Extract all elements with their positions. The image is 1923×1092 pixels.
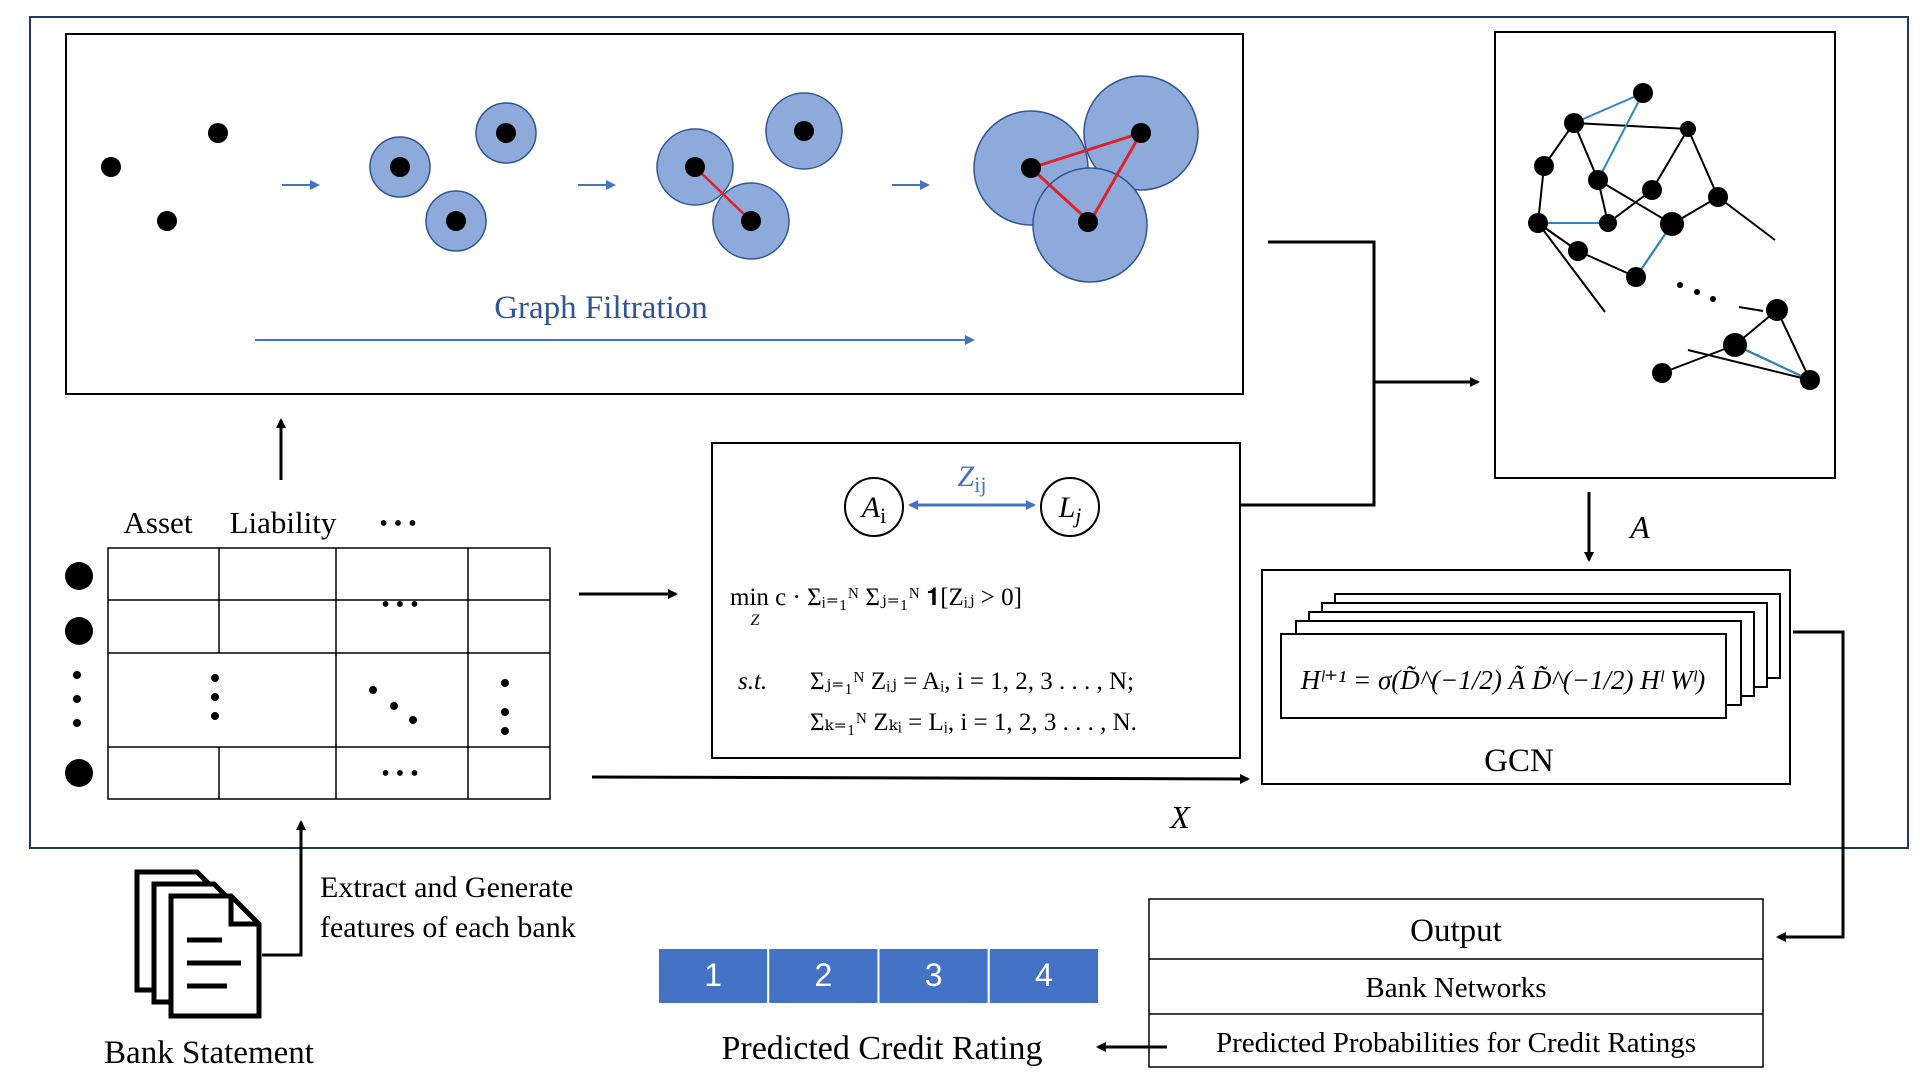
output-title: Output	[1410, 913, 1502, 949]
bracket-connector	[1239, 240, 1376, 507]
stage-4-balls	[973, 75, 1199, 283]
flow-edge-sub: ij	[974, 472, 986, 497]
bank-statement-icon	[134, 869, 262, 1019]
output-predicted-probabilities: Predicted Probabilities for Credit Ratin…	[1216, 1027, 1696, 1059]
rating-value: 3	[925, 957, 943, 993]
gcn-panel: Hˡ⁺¹ = σ(D̃^(−1/2) Ã D̃^(−1/2) Hˡ Wˡ) GC…	[1261, 569, 1791, 785]
node-asset-sub: i	[880, 503, 886, 528]
filtration-box	[65, 33, 1244, 395]
objective-formula: min c · Σᵢ₌₁ᴺ Σⱼ₌₁ᴺ 𝟏[Zᵢⱼ > 0]	[730, 584, 1022, 611]
svg-text:Zij: Zij	[958, 460, 987, 497]
row-dots-2: • • •	[381, 761, 418, 787]
rating-value: 2	[814, 957, 832, 993]
rating-cell	[987, 947, 1100, 1005]
node-liability	[1040, 477, 1100, 537]
node-liability-sub: j	[1072, 503, 1081, 528]
network-edges	[1537, 122, 1811, 381]
constraint-1: Σⱼ₌₁ᴺ Zᵢⱼ = Aᵢ, i = 1, 2, 3 . . . , N;	[810, 668, 1134, 695]
node-asset	[844, 477, 904, 537]
rating-cell	[877, 947, 990, 1005]
predicted-credit-rating-label: Predicted Credit Rating	[721, 1030, 1042, 1067]
svg-text:Lj: Lj	[1058, 491, 1082, 528]
constraint-prefix: s.t.	[738, 668, 767, 695]
arrow-gcn-to-output	[1776, 630, 1845, 942]
a-label: A	[1628, 509, 1650, 545]
bank-statement-label: Bank Statement	[104, 1035, 314, 1071]
outer-frame	[29, 16, 1909, 849]
optimization-panel: Ai Lj Zij min c · Σᵢ₌₁ᴺ Σⱼ₌₁ᴺ 𝟏[Zᵢⱼ > 0]…	[711, 442, 1241, 759]
col-header-dots: • • •	[379, 511, 416, 537]
objective-variable: Z	[751, 612, 761, 629]
arrow-statement-to-table	[262, 820, 306, 957]
gcn-label: GCN	[1484, 743, 1554, 779]
output-bank-networks: Bank Networks	[1365, 972, 1546, 1004]
svg-text:Ai: Ai	[860, 491, 886, 528]
extract-features-line1: Extract and Generate	[320, 871, 573, 904]
rating-value: 1	[704, 957, 722, 993]
ratings-bar: 1 2 3 4	[657, 947, 1100, 1005]
arrow-table-to-gcn	[591, 773, 1250, 784]
output-table: Output Bank Networks Predicted Probabili…	[1148, 898, 1764, 1068]
node-liability-label: L	[1058, 491, 1076, 524]
network-nodes	[1528, 83, 1820, 390]
gcn-formula: Hˡ⁺¹ = σ(D̃^(−1/2) Ã D̃^(−1/2) Hˡ Wˡ)	[1300, 665, 1706, 695]
stage-1-points	[101, 123, 228, 231]
rating-value: 4	[1035, 957, 1053, 993]
graph-filtration-panel: Graph Filtration	[65, 33, 1244, 395]
constraint-2: Σₖ₌₁ᴺ Zₖᵢ = Lᵢ, i = 1, 2, 3 . . . , N.	[810, 709, 1137, 736]
feature-table: Asset Liability • • • • • • • • •	[65, 505, 551, 800]
bank-row-markers	[65, 562, 93, 787]
graph-filtration-label: Graph Filtration	[494, 290, 708, 326]
extract-features-line2: features of each bank	[320, 911, 576, 944]
stage-2-balls	[369, 102, 537, 252]
network-panel	[1494, 31, 1836, 479]
flow-edge-label: Z	[958, 460, 975, 493]
network-ellipsis	[1677, 282, 1716, 302]
gcn-layer-front	[1280, 633, 1727, 719]
node-asset-label: A	[860, 491, 881, 524]
col-header-asset: Asset	[124, 505, 193, 540]
col-header-liability: Liability	[230, 505, 337, 540]
table-inner-vertical-dots	[211, 674, 509, 735]
stage-3-balls	[656, 92, 843, 260]
x-label: X	[1168, 799, 1191, 835]
row-dots-1: • • •	[381, 592, 418, 618]
